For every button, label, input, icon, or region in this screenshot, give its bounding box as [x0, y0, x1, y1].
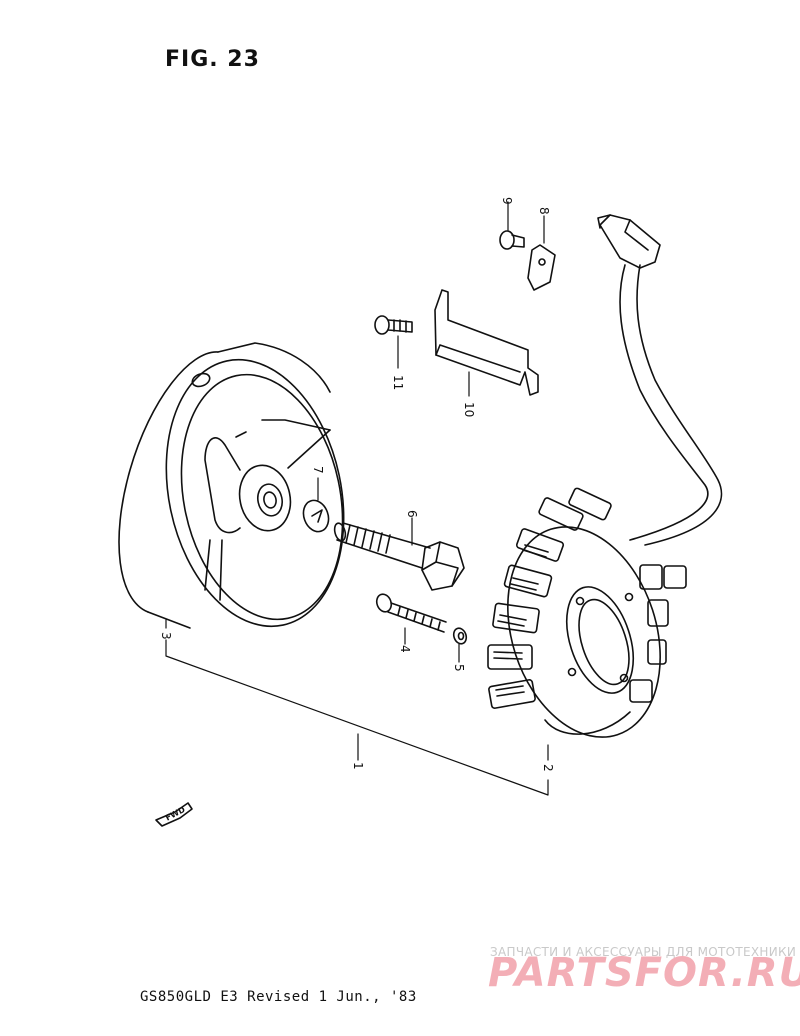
callout-9: 9 [500, 197, 514, 205]
footer-revision-note: GS850GLD E3 Revised 1 Jun., '83 [140, 989, 417, 1005]
stator-screw-part-4 [375, 593, 447, 633]
washer-part-7 [302, 499, 330, 533]
figure-title: FIG. 23 [165, 47, 260, 72]
watermark-logo: PARTSFOR.RU [488, 950, 800, 996]
stator-part-2 [487, 487, 687, 738]
washer-part-5 [452, 627, 468, 645]
callout-11: 11 [391, 375, 405, 390]
watermark-tagline: ЗАПЧАСТИ И АКСЕССУАРЫ ДЛЯ МОТОТЕХНИКИ [490, 945, 797, 959]
screw-part-11 [374, 315, 413, 335]
fwd-arrow-icon [155, 802, 193, 827]
callout-1: 1 [351, 762, 365, 770]
stator-wire-harness [597, 214, 723, 546]
callout-3: 3 [159, 632, 173, 640]
rotor-bolt-part-6 [333, 522, 465, 591]
callout-6: 6 [405, 510, 419, 518]
screw-part-9 [499, 230, 525, 250]
callout-2: 2 [541, 764, 555, 772]
leader-lines [165, 201, 549, 796]
callout-10: 10 [462, 402, 476, 417]
wire-guide-part-10 [434, 289, 539, 396]
rotor-flywheel [118, 342, 345, 629]
callout-8: 8 [537, 207, 551, 215]
callout-5: 5 [452, 664, 466, 672]
clamp-part-8 [527, 244, 556, 291]
callout-7: 7 [311, 466, 325, 474]
callout-4: 4 [398, 645, 412, 653]
